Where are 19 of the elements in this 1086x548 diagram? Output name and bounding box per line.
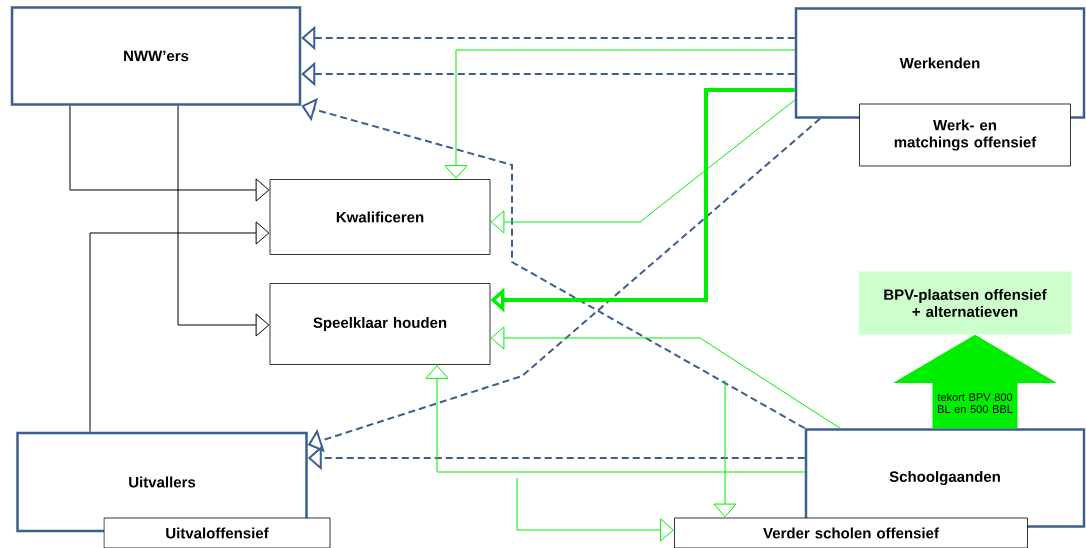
process-box: Speelklaar houden <box>269 283 491 365</box>
arrow <box>177 105 270 337</box>
arrow <box>69 105 270 202</box>
arrow <box>425 365 806 473</box>
edge-label: tekort BPV 800 BL en 500 BBL <box>937 392 1013 413</box>
offensive-box: Werk- en matchings offensief <box>859 103 1071 167</box>
block-arrow <box>893 334 1057 429</box>
process-box: Kwalificeren <box>269 179 491 255</box>
arrow <box>490 99 796 234</box>
node-label: Verder scholen offensief <box>763 527 939 539</box>
offensive-box: Uitvaloffensief <box>103 517 331 548</box>
offensive-box: Verder scholen offensief <box>674 517 1028 548</box>
offensive-box: BPV-plaatsen offensief + alternatieven <box>858 271 1072 335</box>
arrow <box>713 379 737 518</box>
arrow <box>444 49 796 179</box>
arrow <box>516 477 674 542</box>
arrow <box>490 326 841 429</box>
group-box: NWW’ers <box>10 6 302 106</box>
arrow <box>89 221 270 433</box>
